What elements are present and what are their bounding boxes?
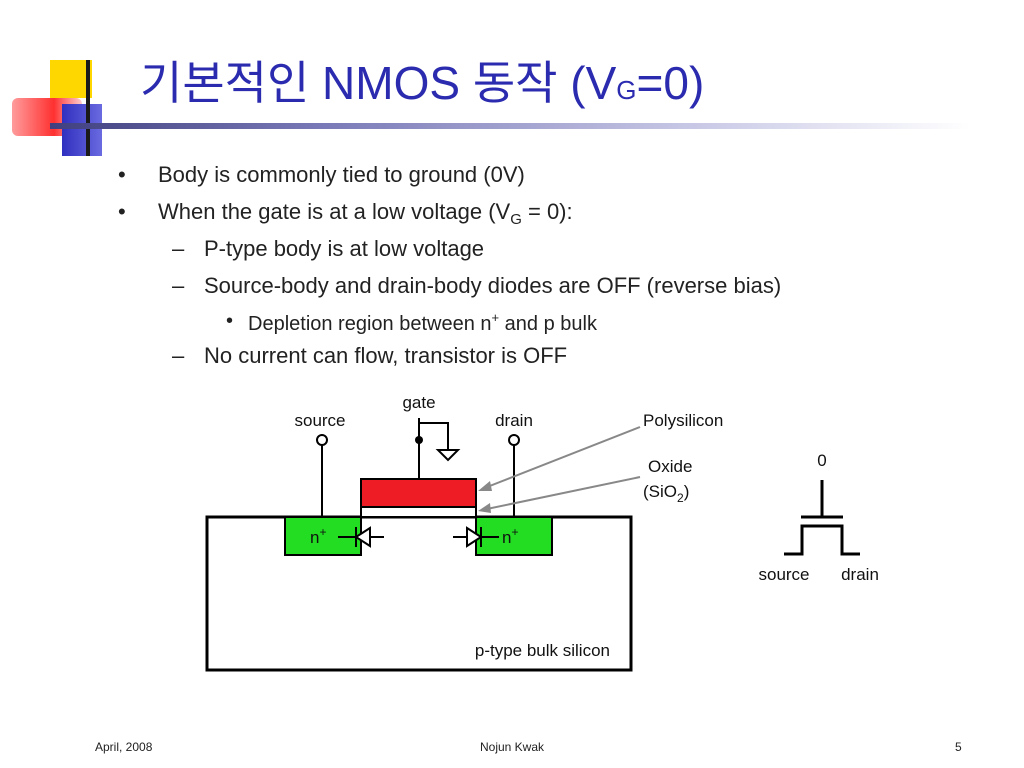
bullet-superscript: + — [491, 310, 500, 325]
sub-bullet-item: – Source-body and drain-body diodes are … — [172, 273, 782, 299]
bullet-text-end: = 0): — [521, 199, 573, 224]
sio2-text-end: ) — [684, 482, 690, 501]
sub-bullet-item: – No current can flow, transistor is OFF — [172, 343, 568, 369]
sio2-text: (SiO — [643, 482, 677, 501]
gate-ground-wire — [419, 422, 449, 450]
footer-author-text: Nojun Kwak — [479, 740, 545, 754]
source-label: source — [294, 411, 345, 430]
n-left-plus: + — [319, 525, 326, 539]
bullet-text: Body is commonly tied to ground (0V) — [158, 162, 525, 187]
n-plus-left-label: n+ — [310, 525, 326, 547]
polysilicon-gate — [360, 478, 477, 508]
bullet-dash: – — [172, 343, 185, 368]
n-plus-right-label: n+ — [502, 525, 518, 547]
bullet-text: P-type body is at low voltage — [204, 236, 485, 261]
sio2-subscript: 2 — [677, 491, 684, 505]
nmos-cross-section-diagram: gate source drain Polysilicon Oxide (SiO… — [205, 393, 879, 672]
bullet-item: • When the gate is at a low voltage (VG … — [118, 199, 573, 228]
diode-left-icon — [354, 526, 371, 548]
bullet-text: Depletion region between n — [248, 313, 492, 335]
symbol-gate-value: 0 — [817, 451, 826, 470]
n-right-plus: + — [511, 525, 518, 539]
bullet-subscript: G — [510, 211, 522, 228]
bullet-item: • Body is commonly tied to ground (0V) — [118, 162, 525, 188]
oxide-pointer — [481, 476, 641, 511]
drain-label: drain — [495, 411, 533, 430]
symbol-channel — [784, 524, 860, 556]
bullet-dash: – — [172, 273, 185, 298]
title-underline — [50, 123, 970, 129]
title-text-end: =0) — [636, 57, 705, 109]
slide-logo-decoration — [12, 60, 140, 156]
ground-symbol-icon — [435, 449, 461, 462]
bullet-dot: • — [226, 310, 234, 332]
p-bulk-region — [205, 515, 633, 672]
slide-title: 기본적인 NMOS 동작 (VG=0) — [140, 60, 704, 106]
title-subscript: G — [616, 75, 637, 105]
source-terminal — [316, 434, 328, 446]
bullet-dash: – — [172, 236, 185, 261]
oxide-label: Oxide — [648, 457, 692, 476]
symbol-drain-label: drain — [841, 565, 879, 584]
bullet-text: No current can flow, transistor is OFF — [204, 343, 568, 368]
bullet-text-end: and p bulk — [499, 313, 597, 335]
sio2-label: (SiO2) — [643, 482, 689, 505]
bullet-dot: • — [118, 162, 126, 187]
oxide-arrow-icon — [478, 503, 491, 513]
gate-label: gate — [402, 393, 435, 412]
bullet-text: Source-body and drain-body diodes are OF… — [204, 273, 782, 298]
bulk-label: p-type bulk silicon — [475, 641, 610, 660]
polysilicon-pointer — [481, 426, 641, 490]
n-left-text: n — [310, 528, 319, 547]
footer-page-number: 5 — [955, 740, 962, 754]
drain-terminal — [508, 434, 520, 446]
bullet-dot: • — [118, 199, 126, 224]
symbol-source-label: source — [758, 565, 809, 584]
diode-right-icon — [466, 526, 483, 548]
footer-date: April, 2008 — [95, 740, 153, 754]
polysilicon-label: Polysilicon — [643, 411, 723, 430]
title-text: 기본적인 NMOS 동작 (V — [140, 57, 617, 109]
sub-sub-bullet-item: • Depletion region between n+ and p bulk — [226, 310, 597, 336]
polysilicon-arrow-icon — [478, 481, 492, 491]
bullet-text: When the gate is at a low voltage (V — [158, 199, 511, 224]
footer-author: Nojun Kwak — [0, 740, 1024, 754]
sub-bullet-item: – P-type body is at low voltage — [172, 236, 485, 262]
n-right-text: n — [502, 528, 511, 547]
gate-node — [415, 436, 423, 444]
